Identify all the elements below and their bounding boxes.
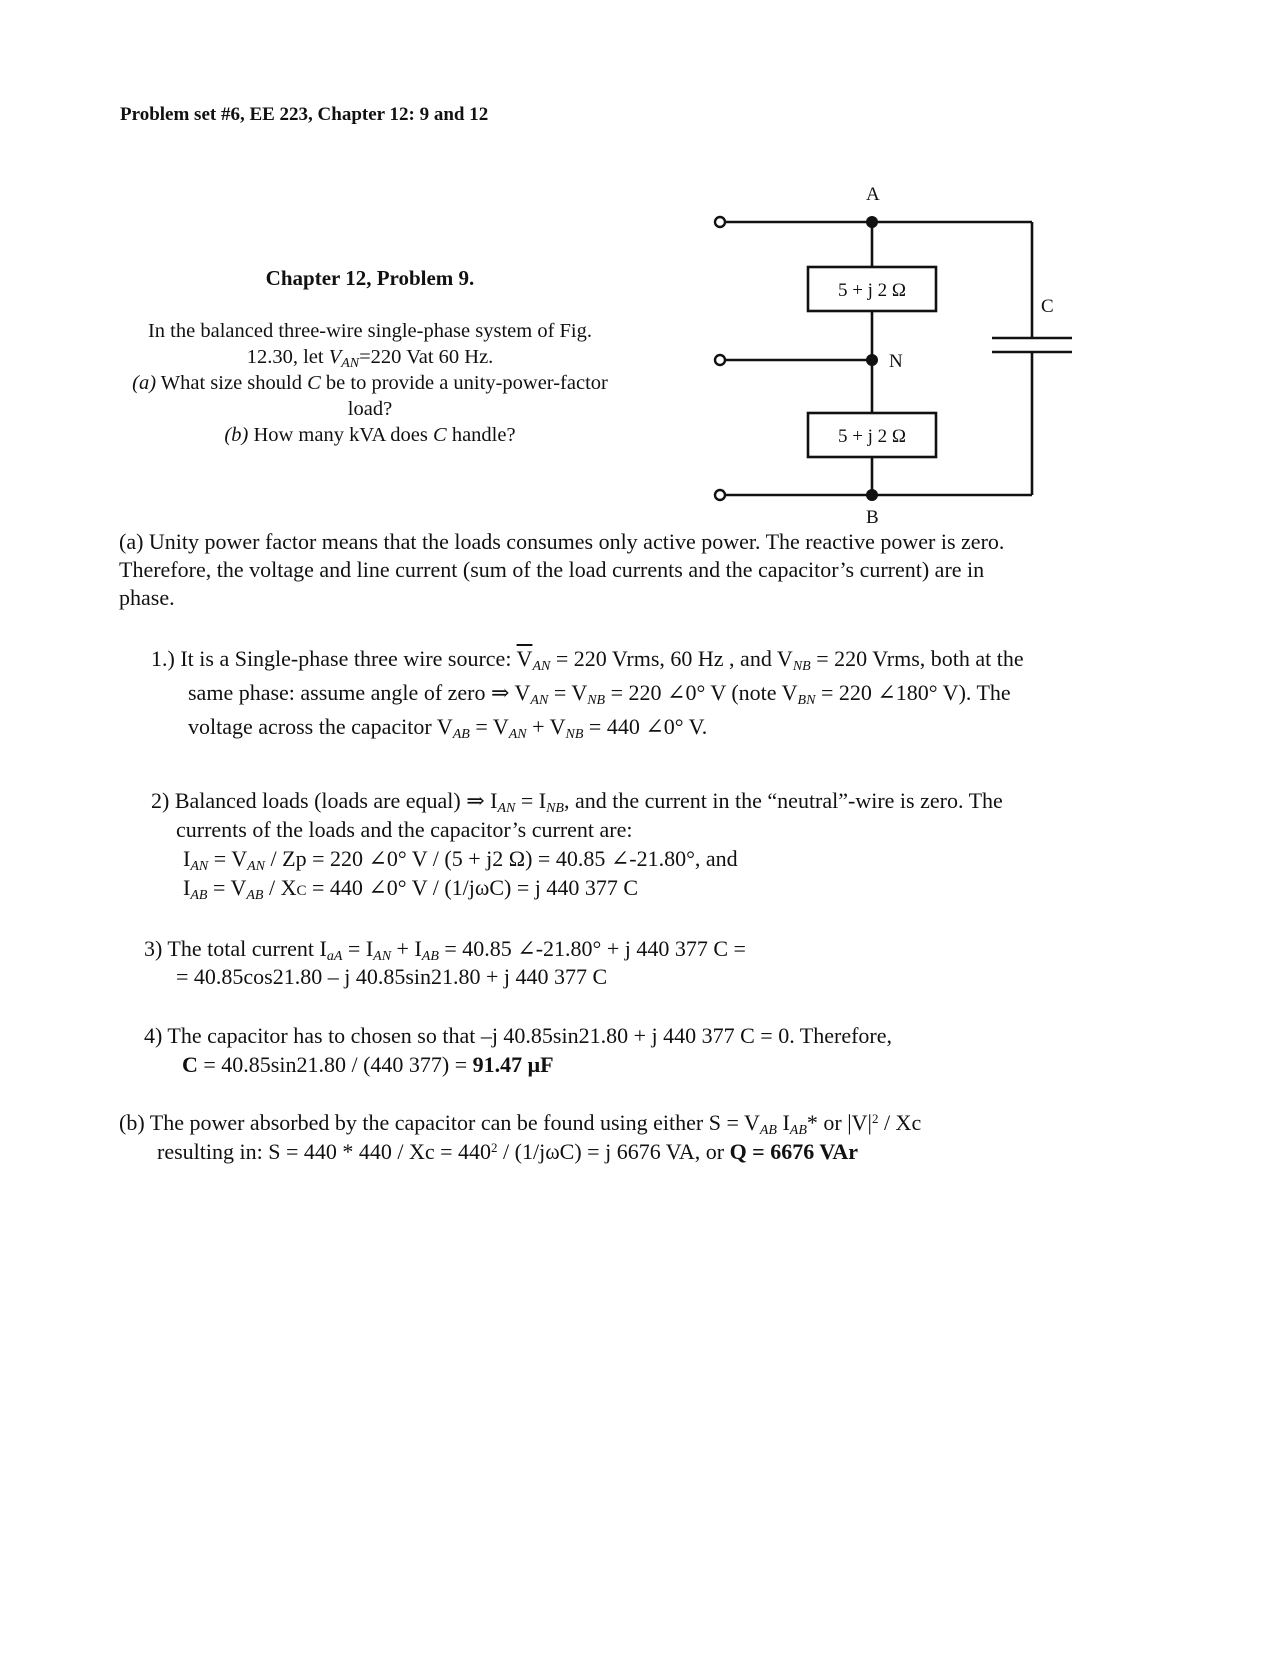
load-top-box — [806, 265, 938, 313]
part-b-paragraph: (b) The power absorbed by the capacitor … — [119, 1110, 922, 1164]
junction-n — [866, 354, 878, 366]
junction-a — [866, 216, 878, 228]
step-1: 1.) It is a Single-phase three wire sour… — [151, 646, 1024, 742]
circuit-diagram: A N B C 5 + j 2 Ω 5 + j 2 Ω — [713, 184, 1072, 528]
step-3: 3) The total current IaA = IAN + IAB = 4… — [144, 936, 746, 989]
capacitance-answer: 91.47 μF — [472, 1052, 554, 1077]
load-bottom-label: 5 + j 2 Ω — [838, 426, 906, 447]
step-4: 4) The capacitor has to chosen so that –… — [144, 1023, 893, 1077]
problem-title: Chapter 12, Problem 9. — [265, 266, 475, 290]
part-a-paragraph: (a) Unity power factor means that the lo… — [119, 529, 1005, 610]
page-header: Problem set #6, EE 223, Chapter 12: 9 an… — [120, 104, 489, 125]
capacitor-label: C — [1041, 296, 1054, 317]
node-label-n: N — [889, 351, 903, 372]
node-label-a: A — [866, 184, 880, 205]
problem-statement: In the balanced three-wire single-phase … — [132, 320, 608, 446]
load-top-label: 5 + j 2 Ω — [838, 280, 906, 301]
reactive-power-answer: Q = 6676 VAr — [729, 1139, 859, 1164]
node-label-b: B — [866, 507, 879, 528]
terminal-n — [713, 353, 727, 367]
load-bottom-box — [806, 411, 938, 459]
junction-b — [866, 489, 878, 501]
step-2: 2) Balanced loads (loads are equal) ⇒ IA… — [151, 788, 1003, 903]
terminal-a — [713, 215, 727, 229]
terminal-b — [713, 488, 727, 502]
problem-intro: In the balanced three-wire single-phase … — [147, 320, 593, 368]
